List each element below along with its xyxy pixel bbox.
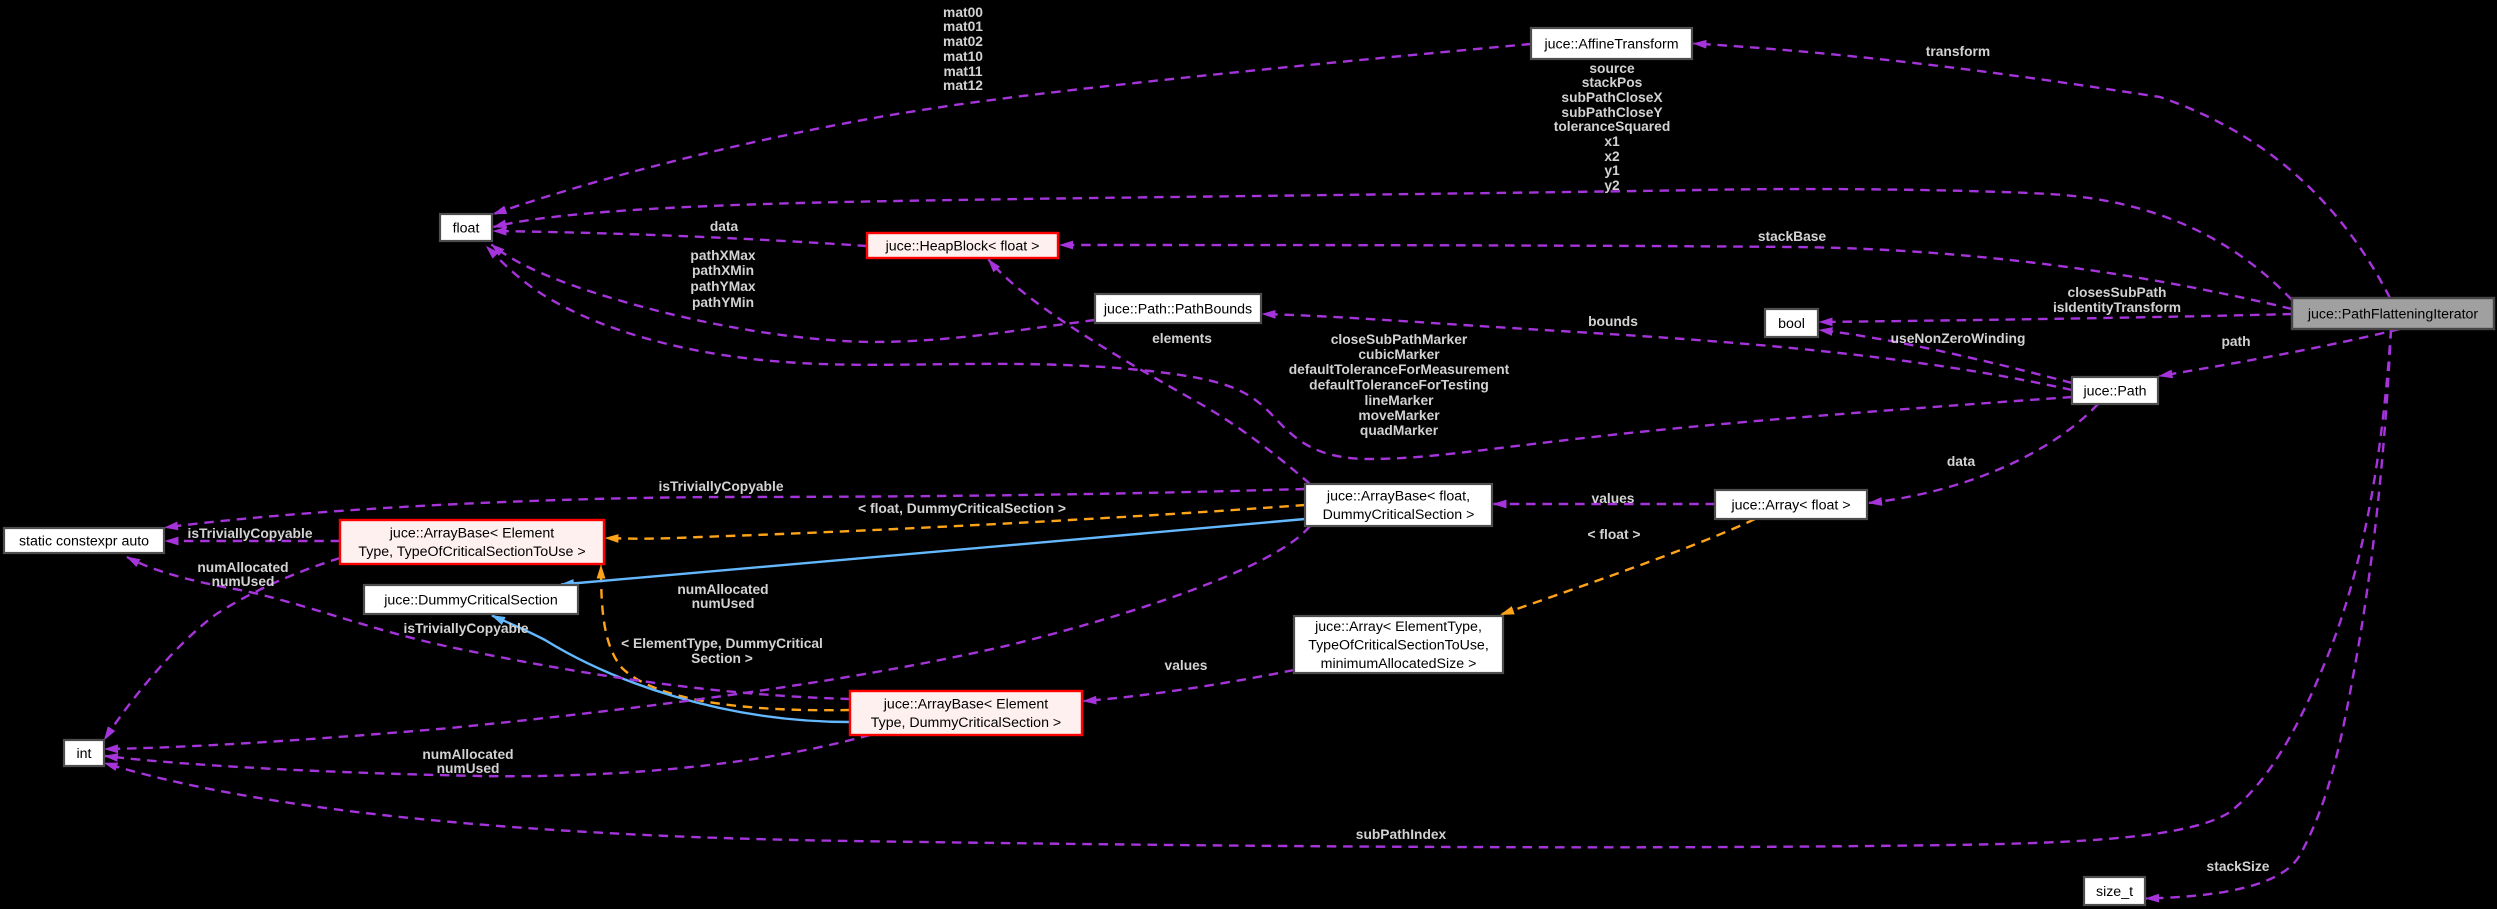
svg-text:quadMarker: quadMarker — [1360, 423, 1439, 438]
svg-text:numAllocated: numAllocated — [197, 560, 288, 575]
svg-text:elements: elements — [1152, 331, 1212, 346]
svg-text:mat12: mat12 — [943, 78, 983, 93]
svg-text:juce::PathFlatteningIterator: juce::PathFlatteningIterator — [2307, 307, 2479, 323]
svg-text:juce::ArrayBase< Element: juce::ArrayBase< Element — [389, 526, 554, 542]
svg-text:defaultToleranceForMeasurement: defaultToleranceForMeasurement — [1289, 362, 1510, 377]
svg-text:isTriviallyCopyable: isTriviallyCopyable — [659, 479, 784, 494]
svg-text:moveMarker: moveMarker — [1358, 408, 1440, 423]
svg-text:isTriviallyCopyable: isTriviallyCopyable — [404, 621, 529, 636]
svg-text:subPathCloseY: subPathCloseY — [1561, 105, 1662, 120]
svg-text:closeSubPathMarker: closeSubPathMarker — [1331, 332, 1468, 347]
svg-text:x1: x1 — [1604, 134, 1620, 149]
svg-text:data: data — [710, 219, 739, 234]
svg-text:stackSize: stackSize — [2207, 859, 2270, 874]
svg-text:juce::DummyCriticalSection: juce::DummyCriticalSection — [383, 593, 557, 609]
svg-text:stackPos: stackPos — [1582, 75, 1643, 90]
svg-text:juce::Path: juce::Path — [2082, 384, 2146, 400]
svg-text:float: float — [453, 221, 480, 237]
svg-text:juce::Array< float >: juce::Array< float > — [1730, 498, 1850, 514]
svg-text:numUsed: numUsed — [437, 761, 500, 776]
svg-text:juce::ArrayBase< float,: juce::ArrayBase< float, — [1326, 489, 1470, 505]
svg-text:Type, DummyCriticalSection >: Type, DummyCriticalSection > — [871, 715, 1061, 731]
svg-text:juce::AffineTransform: juce::AffineTransform — [1543, 37, 1678, 53]
svg-text:TypeOfCriticalSectionToUse,: TypeOfCriticalSectionToUse, — [1308, 638, 1489, 654]
svg-text:isTriviallyCopyable: isTriviallyCopyable — [188, 526, 313, 541]
svg-text:mat02: mat02 — [943, 34, 983, 49]
svg-text:data: data — [1947, 454, 1976, 469]
svg-text:< float, DummyCriticalSection: < float, DummyCriticalSection > — [858, 501, 1066, 516]
svg-text:int: int — [77, 746, 92, 762]
svg-text:transform: transform — [1926, 44, 1990, 59]
svg-text:mat10: mat10 — [943, 49, 983, 64]
svg-text:x2: x2 — [1604, 149, 1620, 164]
svg-text:defaultToleranceForTesting: defaultToleranceForTesting — [1309, 378, 1489, 393]
svg-text:bool: bool — [1778, 316, 1805, 332]
svg-text:mat11: mat11 — [943, 64, 982, 79]
svg-text:size_t: size_t — [2096, 884, 2133, 900]
svg-text:y2: y2 — [1604, 178, 1620, 193]
svg-text:static constexpr auto: static constexpr auto — [19, 534, 149, 550]
svg-text:juce::HeapBlock< float >: juce::HeapBlock< float > — [885, 239, 1040, 255]
svg-text:source: source — [1589, 61, 1635, 76]
svg-text:useNonZeroWinding: useNonZeroWinding — [1891, 331, 2026, 346]
svg-text:minimumAllocatedSize >: minimumAllocatedSize > — [1321, 656, 1477, 672]
svg-text:y1: y1 — [1604, 163, 1620, 178]
svg-text:pathYMin: pathYMin — [692, 295, 754, 310]
svg-text:< float >: < float > — [1588, 527, 1641, 542]
svg-text:pathXMin: pathXMin — [692, 263, 754, 278]
svg-text:stackBase: stackBase — [1758, 229, 1827, 244]
svg-text:values: values — [1165, 658, 1208, 673]
svg-text:path: path — [2221, 334, 2250, 349]
svg-text:DummyCriticalSection >: DummyCriticalSection > — [1323, 507, 1475, 523]
svg-text:< ElementType, DummyCritical: < ElementType, DummyCritical — [621, 636, 823, 651]
svg-text:toleranceSquared: toleranceSquared — [1554, 119, 1671, 134]
svg-text:cubicMarker: cubicMarker — [1358, 347, 1440, 362]
svg-text:pathYMax: pathYMax — [690, 279, 755, 294]
svg-text:mat00: mat00 — [943, 5, 983, 20]
svg-text:numAllocated: numAllocated — [422, 747, 513, 762]
svg-text:numUsed: numUsed — [692, 596, 755, 611]
svg-text:isIdentityTransform: isIdentityTransform — [2053, 300, 2181, 315]
svg-text:values: values — [1592, 491, 1635, 506]
svg-text:juce::Path::PathBounds: juce::Path::PathBounds — [1103, 302, 1252, 318]
svg-text:juce::ArrayBase< Element: juce::ArrayBase< Element — [883, 697, 1048, 713]
svg-text:lineMarker: lineMarker — [1364, 393, 1434, 408]
svg-text:pathXMax: pathXMax — [690, 248, 755, 263]
svg-text:Section >: Section > — [691, 651, 753, 666]
svg-text:Type, TypeOfCriticalSectionToU: Type, TypeOfCriticalSectionToUse > — [358, 544, 585, 560]
svg-text:subPathCloseX: subPathCloseX — [1561, 90, 1663, 105]
svg-text:numUsed: numUsed — [212, 574, 275, 589]
svg-text:closesSubPath: closesSubPath — [2068, 285, 2167, 300]
svg-text:numAllocated: numAllocated — [677, 582, 768, 597]
svg-text:juce::Array< ElementType,: juce::Array< ElementType, — [1314, 619, 1482, 635]
svg-text:subPathIndex: subPathIndex — [1356, 827, 1447, 842]
svg-text:mat01: mat01 — [943, 19, 983, 34]
svg-text:bounds: bounds — [1588, 314, 1638, 329]
